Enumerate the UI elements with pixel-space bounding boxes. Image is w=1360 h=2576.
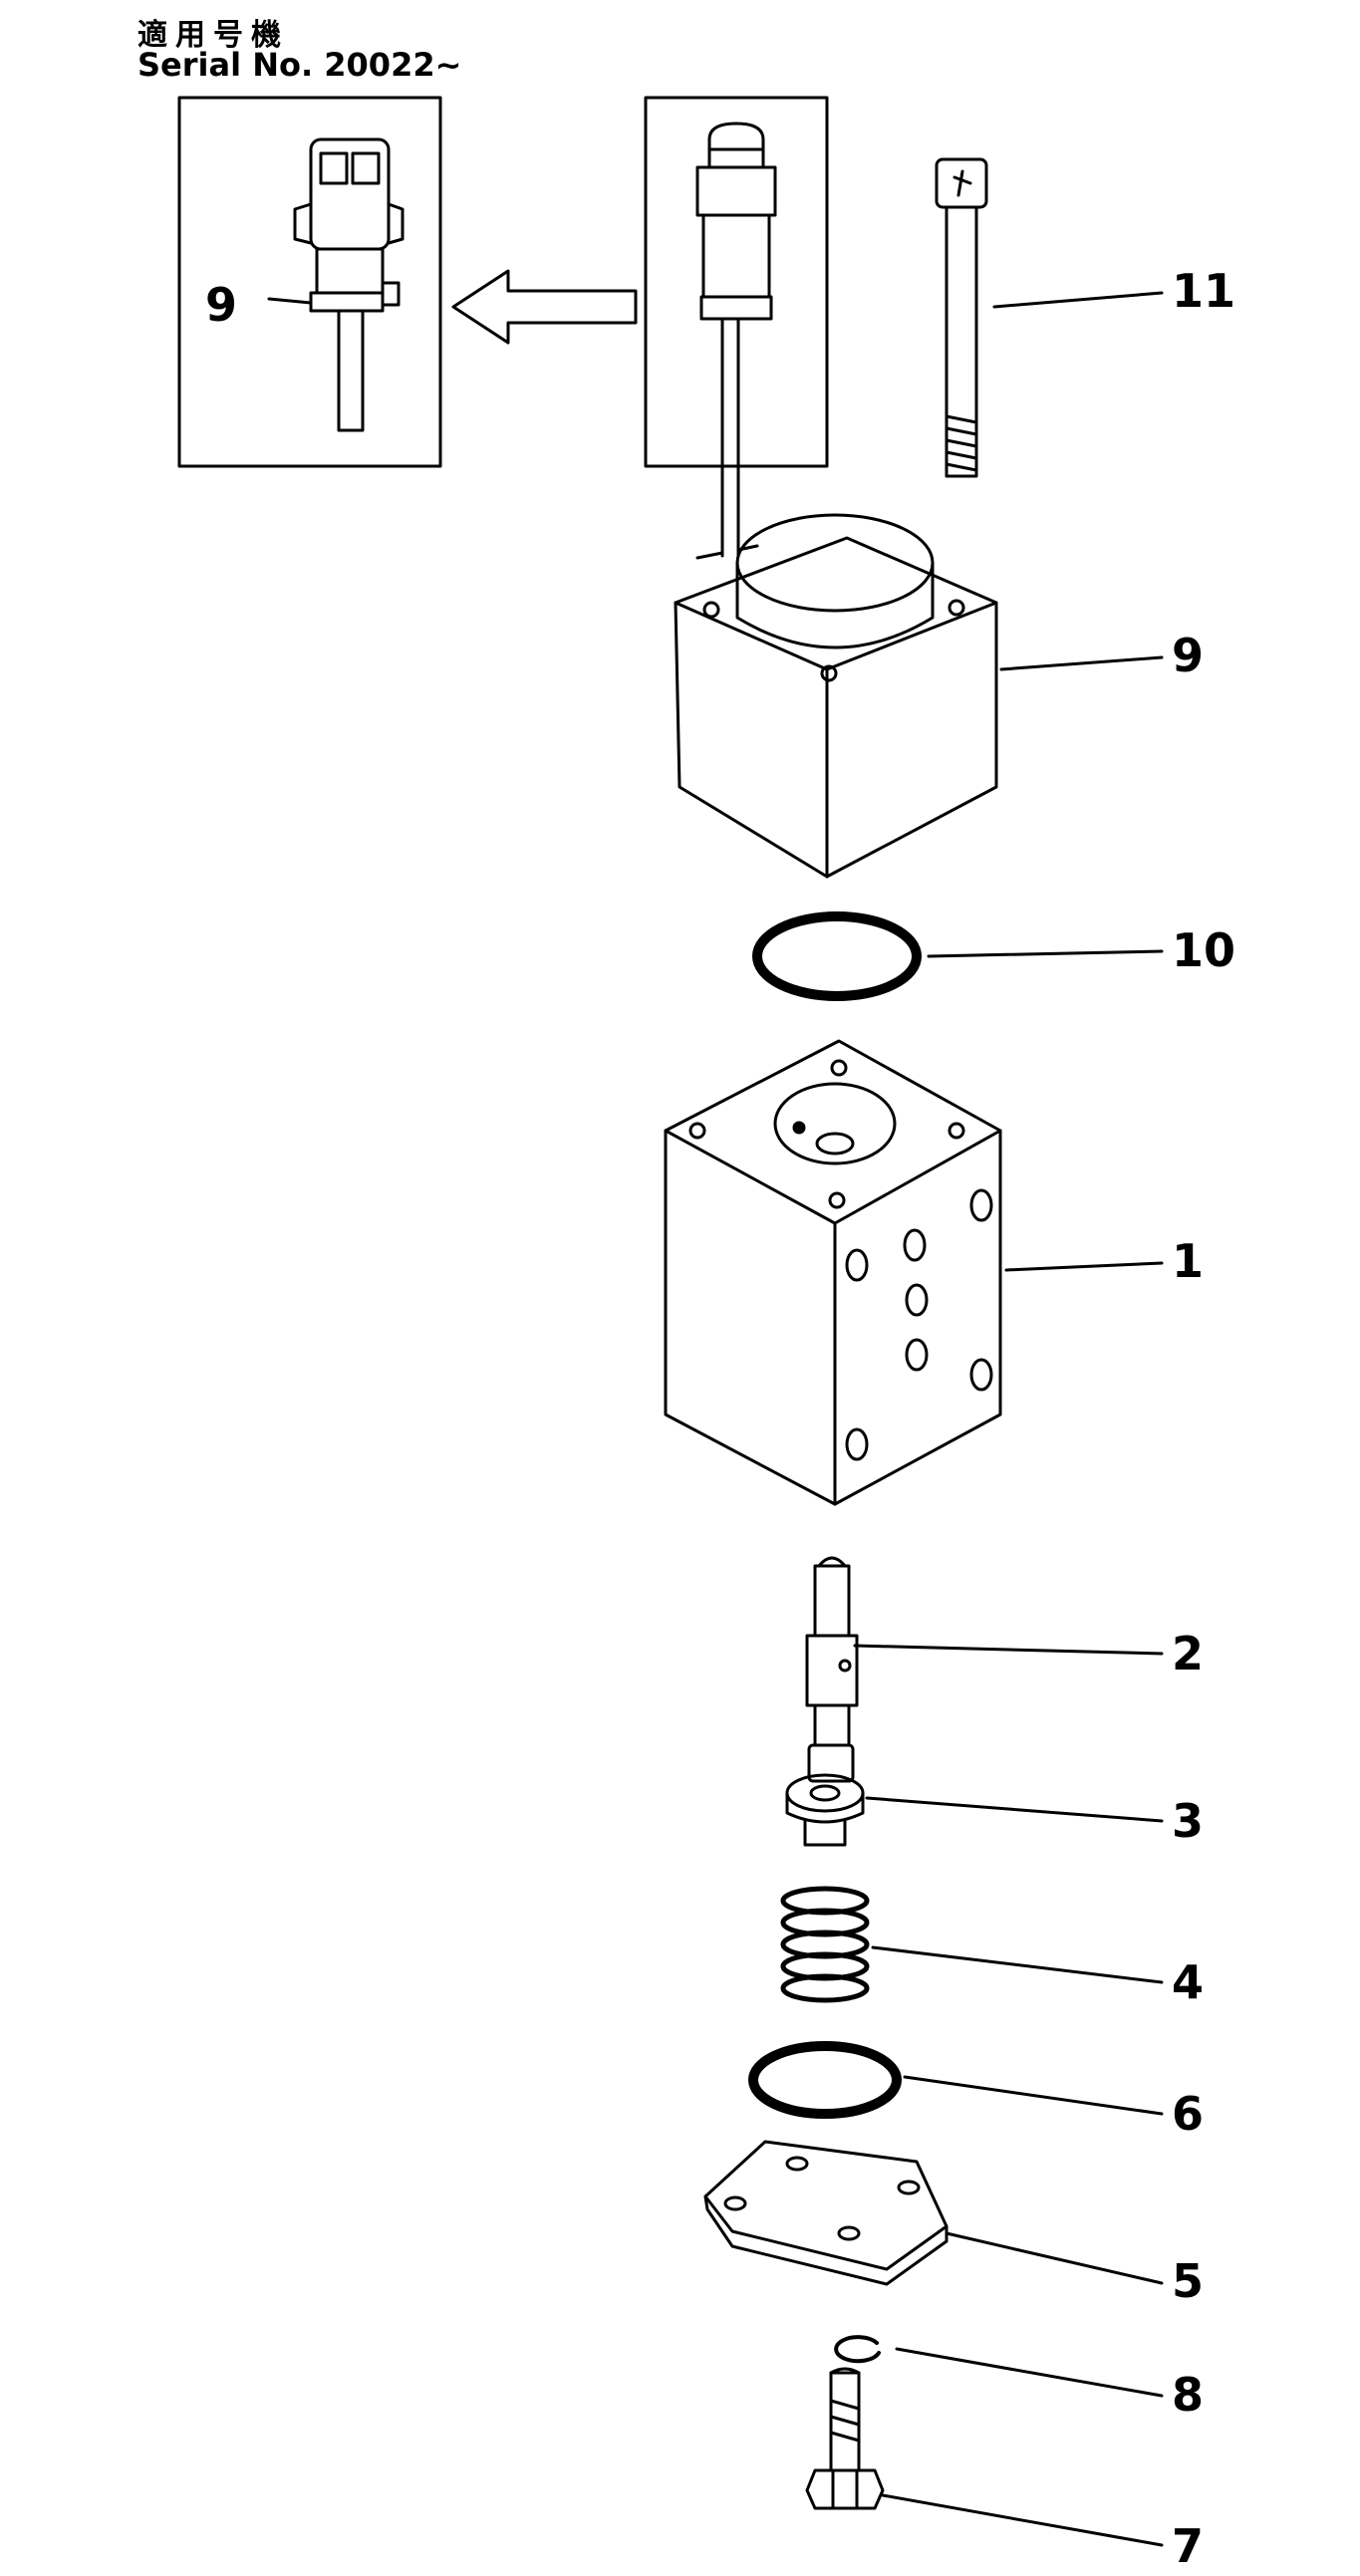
bolt-part-11 bbox=[935, 157, 988, 478]
solenoid-inset bbox=[644, 96, 829, 558]
callout-2: 2 bbox=[1172, 1627, 1204, 1680]
leader-lines bbox=[853, 291, 1164, 2547]
callout-7: 7 bbox=[1172, 2519, 1204, 2573]
valve-body-part-1 bbox=[664, 1039, 1002, 1506]
direction-arrow bbox=[451, 269, 638, 345]
snap-ring-part-8 bbox=[834, 2335, 881, 2364]
connector-inset bbox=[177, 96, 442, 468]
callout-11: 11 bbox=[1172, 264, 1235, 318]
spool-part-2 bbox=[805, 1556, 859, 1783]
callout-4: 4 bbox=[1172, 1955, 1204, 2009]
callout-10: 10 bbox=[1172, 923, 1235, 977]
o-ring-part-10 bbox=[752, 911, 922, 1001]
o-ring-part-6 bbox=[748, 2041, 902, 2119]
callout-6: 6 bbox=[1172, 2087, 1204, 2141]
solenoid-block-part-9 bbox=[674, 513, 998, 879]
spring-part-4 bbox=[780, 1886, 870, 2003]
callout-3: 3 bbox=[1172, 1794, 1204, 1848]
callout-5: 5 bbox=[1172, 2254, 1204, 2308]
callout-inset-9: 9 bbox=[205, 278, 237, 332]
callout-9: 9 bbox=[1172, 629, 1204, 682]
applicable-model-label: 適用号機 bbox=[137, 18, 289, 53]
spring-seat-part-3 bbox=[785, 1773, 865, 1847]
cover-plate-part-5 bbox=[703, 2140, 949, 2286]
callout-8: 8 bbox=[1172, 2368, 1204, 2422]
callout-1: 1 bbox=[1172, 1234, 1204, 1288]
serial-number-label: Serial No. 20022~ bbox=[137, 46, 462, 84]
hex-bolt-part-7 bbox=[805, 2367, 885, 2510]
